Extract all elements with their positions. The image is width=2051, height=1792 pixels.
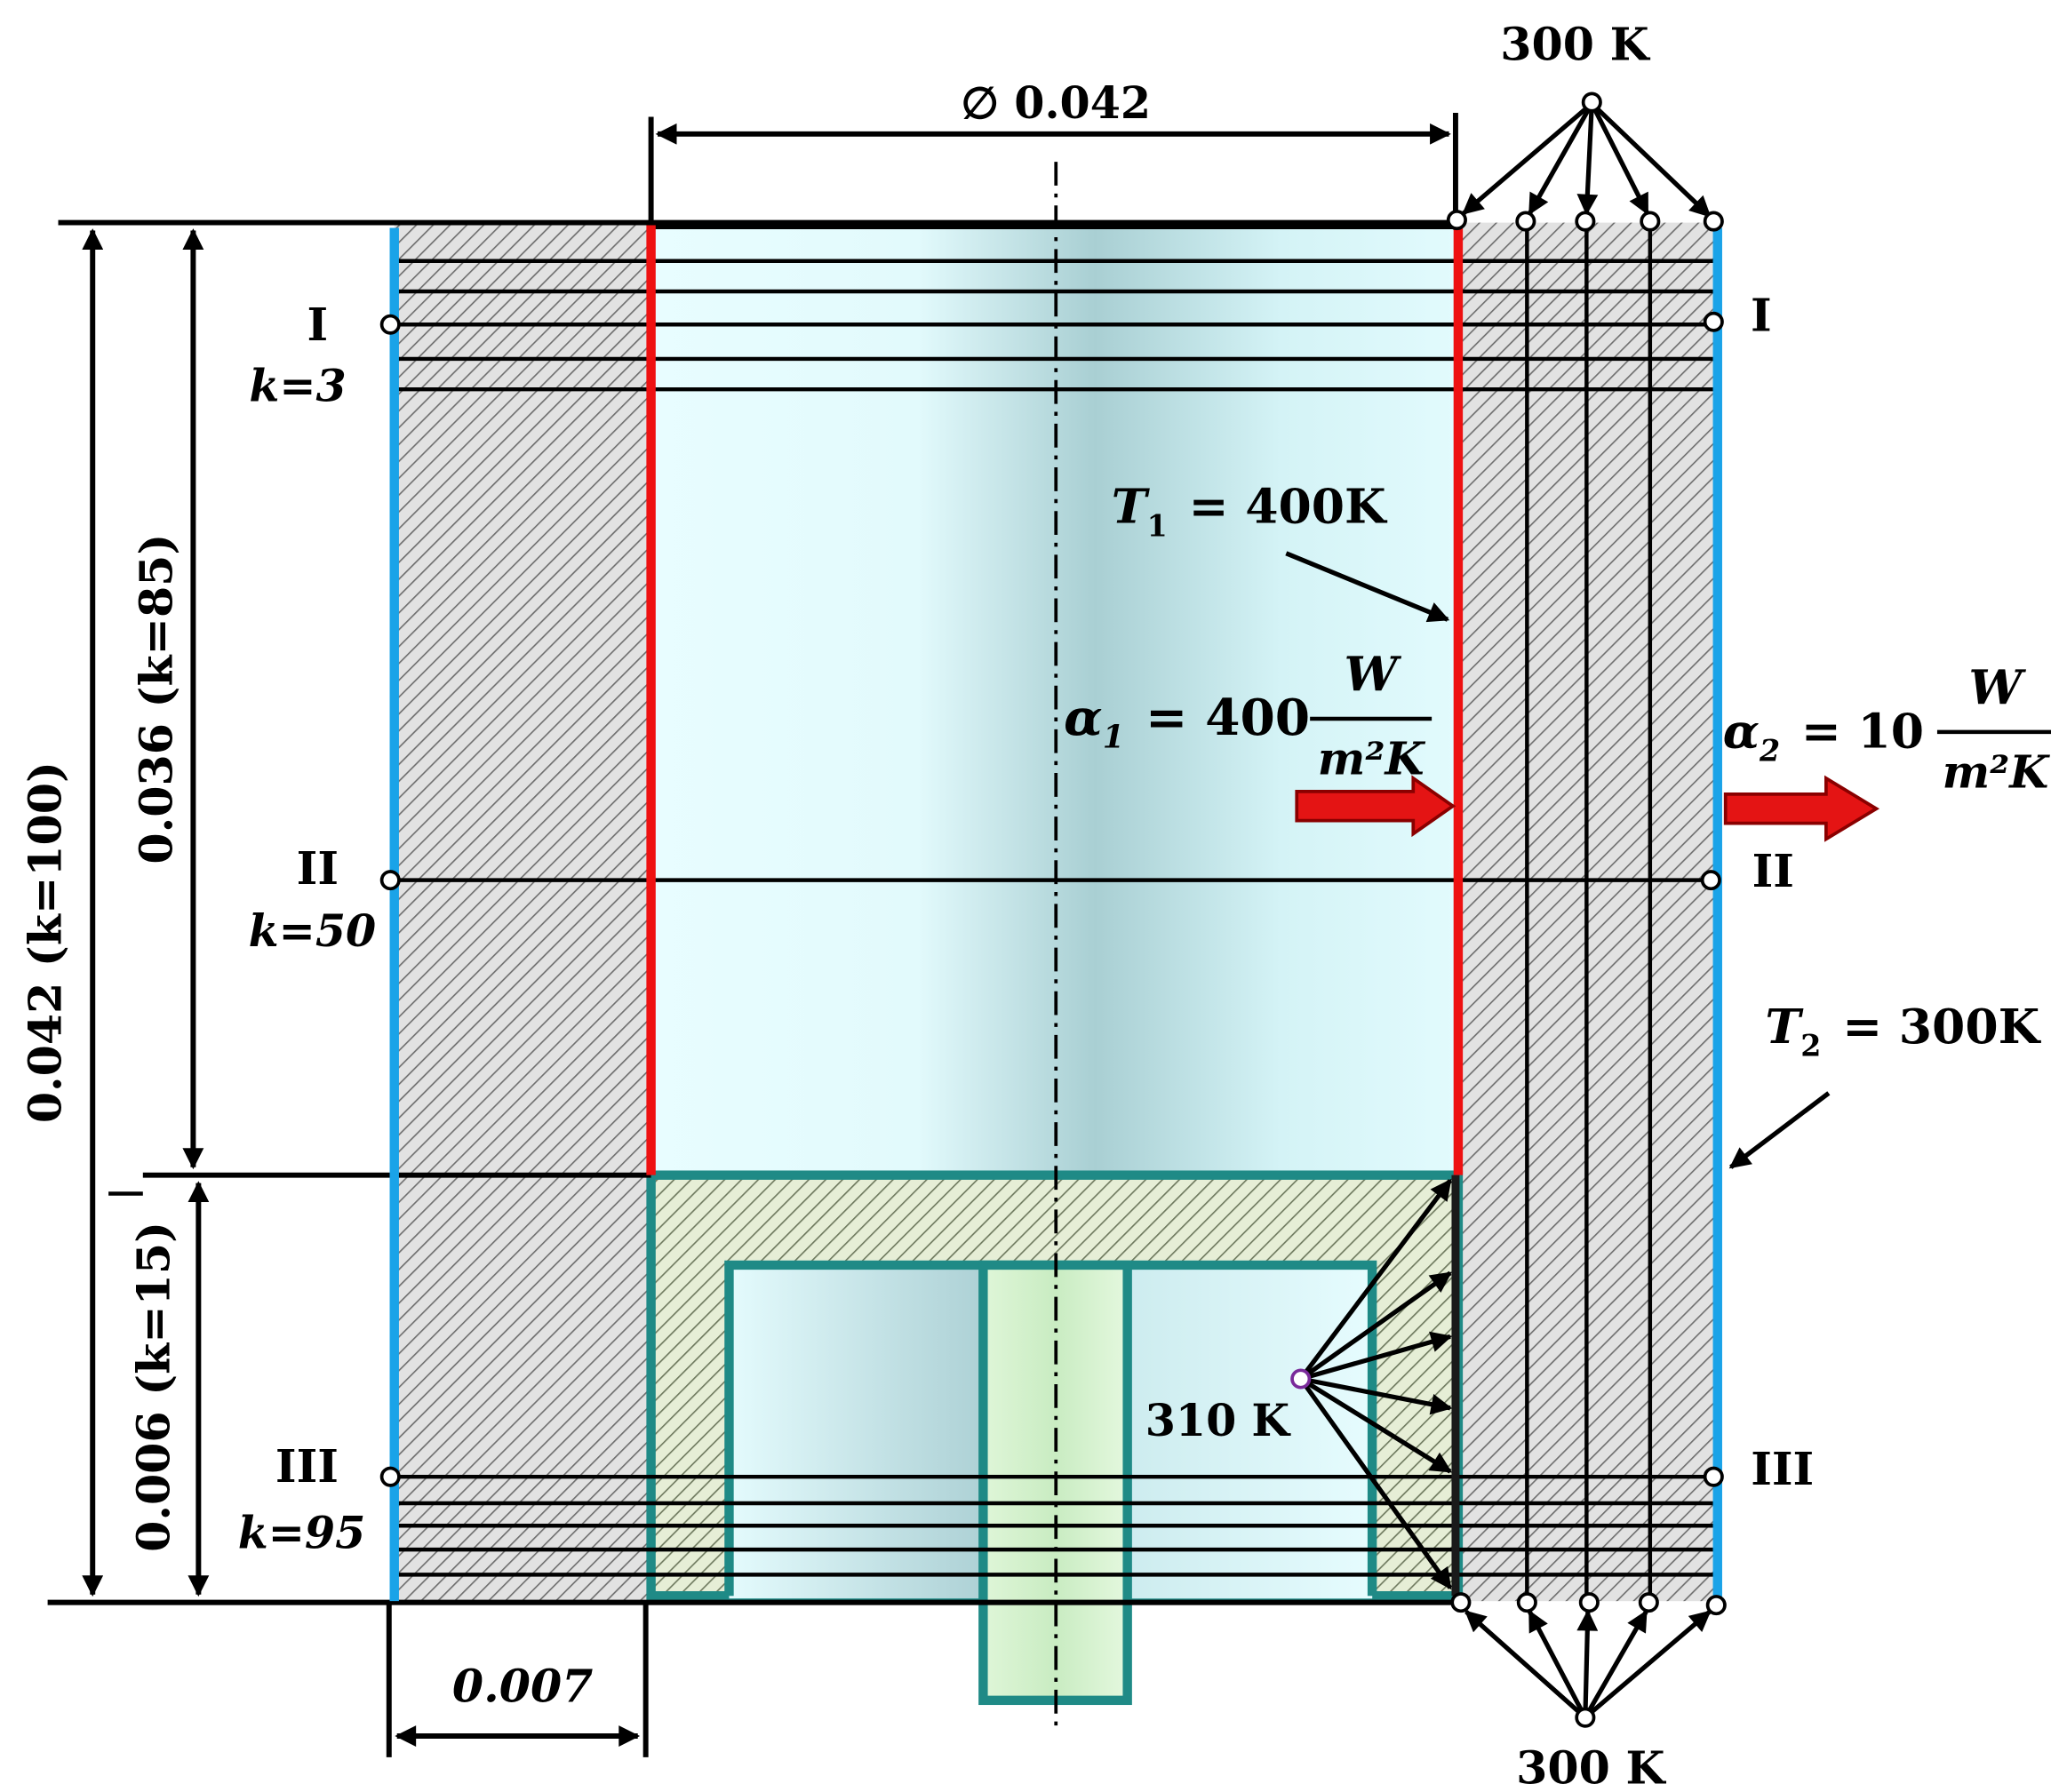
diameter-label: ∅ 0.042 — [961, 77, 1151, 129]
top-temperature-arrows — [1462, 101, 1712, 219]
wall-thickness-label: 0.007 — [452, 1659, 593, 1712]
mesh-nodes — [379, 92, 1727, 1728]
section-i-k-label: k=3 — [249, 361, 346, 412]
left-wall-hatch — [394, 222, 649, 1602]
alpha1-label: α1= 400 — [1064, 689, 1310, 756]
heat-flow-arrow-outer — [1723, 775, 1880, 842]
section-ii-label-left: II — [297, 841, 339, 895]
section-ii-label-right: II — [1752, 844, 1794, 897]
inner-node-arrows — [1298, 1178, 1453, 1590]
dimension-arrows — [82, 123, 1451, 1747]
alpha2-unit-numerator: W — [1968, 660, 2026, 716]
section-iii-label-right: III — [1751, 1442, 1814, 1495]
alpha2-unit-denominator: m²K — [1943, 745, 2051, 798]
section-i-label-left: I — [307, 298, 329, 351]
t1-label: T1= 400K — [1112, 479, 1388, 544]
section-ii-k-label: k=50 — [249, 905, 377, 957]
total-height-label: 0.042 (k=100) — [18, 761, 71, 1123]
vertical-mesh-lines — [1525, 222, 1653, 1603]
bottom-temperature-arrows — [1464, 1609, 1712, 1720]
alpha1-unit-denominator: m²K — [1318, 732, 1426, 785]
t2-label: T2= 300K — [1765, 999, 2041, 1063]
alpha2-label: α2= 10 — [1723, 704, 1924, 769]
section-iii-label-left: III — [275, 1439, 339, 1493]
section-iii-k-label: k=95 — [238, 1508, 366, 1559]
t2-pointer-arrow — [1728, 1091, 1831, 1169]
upper-height-label: 0.036 (k=85) — [130, 534, 183, 864]
inner-node-310k — [1290, 1368, 1312, 1390]
insert-pocket-right — [1127, 1264, 1373, 1599]
t1-pointer-arrow — [1285, 551, 1450, 623]
inner-node-temperature-label: 310 K — [1145, 1395, 1292, 1446]
lower-height-label: 0.006 (k=15) — [127, 1222, 180, 1552]
top-temperature-label: 300 K — [1500, 17, 1650, 70]
section-i-label-right: I — [1751, 289, 1772, 342]
bottom-temperature-label: 300 K — [1516, 1741, 1666, 1792]
heat-flow-arrow-inner — [1295, 775, 1456, 838]
alpha1-unit-numerator: W — [1345, 647, 1402, 703]
